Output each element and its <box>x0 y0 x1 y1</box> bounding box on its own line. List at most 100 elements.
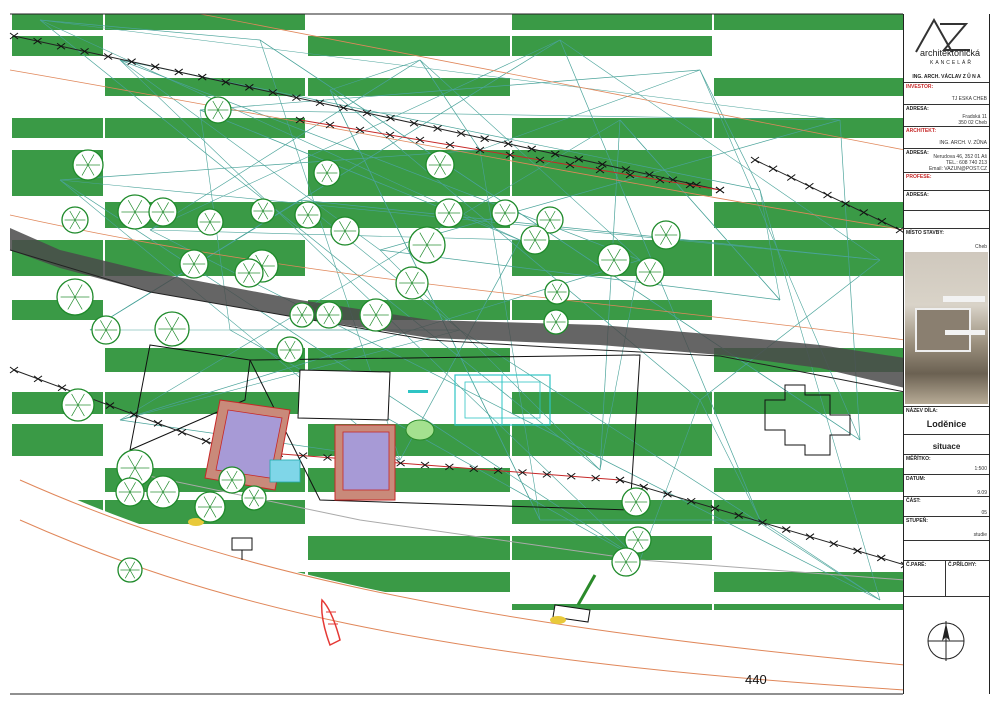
contour-segment <box>39 19 601 471</box>
architect-address-1: Nerudova 46, 352 01 Aš <box>933 154 987 160</box>
vegetation-band <box>714 572 903 592</box>
profession-label: PROFESE: <box>906 174 932 180</box>
fence-post <box>445 141 455 149</box>
tree <box>61 388 95 422</box>
tree <box>624 526 652 554</box>
logo: architektonická KANCELÁŘ <box>906 16 987 72</box>
vegetation-band <box>714 392 903 414</box>
fence-post <box>877 217 887 225</box>
fence-post <box>409 119 419 127</box>
fence-post <box>268 89 278 96</box>
contour-segment <box>119 329 461 421</box>
fence-post <box>758 519 767 526</box>
place-label: MÍSTO STAVBY: <box>906 230 944 236</box>
drawing-title: situace <box>932 442 961 451</box>
fence-post <box>57 384 67 392</box>
vegetation-band <box>308 536 510 560</box>
fence-post <box>595 166 605 174</box>
vegetation-band <box>512 424 712 456</box>
contour-segment <box>599 119 621 471</box>
fence-post <box>566 472 576 480</box>
fence-post <box>615 476 625 484</box>
fence-post <box>805 533 815 541</box>
fence-post <box>33 375 43 383</box>
contour-segment <box>329 89 701 401</box>
tree <box>313 159 341 187</box>
fence-post <box>598 160 607 168</box>
investor-address-label: ADRESA: <box>906 106 929 112</box>
fence-post <box>685 181 695 189</box>
fence-post <box>505 151 515 159</box>
contour-segment <box>199 109 521 241</box>
fence-post <box>542 470 552 478</box>
tree <box>250 198 276 224</box>
tree <box>276 336 304 364</box>
fence-post <box>645 171 654 178</box>
tree <box>543 309 569 335</box>
fence-post <box>853 547 862 555</box>
fence-post <box>469 465 479 473</box>
investor-value: TJ ESKA CHEB <box>951 96 987 102</box>
contour-segment <box>199 69 701 111</box>
contour-segment <box>639 399 701 561</box>
fence-post <box>174 68 184 76</box>
fence-post <box>325 121 335 129</box>
architect-value: ING. ARCH. V. ZŮNA <box>939 140 987 146</box>
river-edge <box>119 469 905 581</box>
tree <box>621 487 651 517</box>
vegetation-band <box>714 78 903 96</box>
vegetation-band <box>512 500 712 524</box>
tree <box>359 298 393 332</box>
fence-post <box>315 99 325 107</box>
fence-post <box>715 186 725 194</box>
fence-post <box>445 463 454 471</box>
vegetation-band <box>714 14 903 30</box>
vegetation-band <box>105 78 305 96</box>
tree <box>204 96 232 124</box>
fence-post <box>550 150 560 158</box>
fence-post <box>153 419 163 427</box>
stage-value: studie <box>973 532 987 538</box>
page-number: 440 <box>745 672 767 687</box>
logo-subtext: KANCELÁŘ <box>930 60 973 66</box>
scale-label: MĚŘÍTKO: <box>906 456 931 462</box>
vegetation-band <box>12 118 103 138</box>
contour-segment <box>199 109 841 121</box>
attachments-label: Č.PŘÍLOHY: <box>948 562 977 568</box>
boathouse-building-1 <box>204 399 301 491</box>
boat-drawing <box>320 598 341 647</box>
fence-post <box>201 437 211 445</box>
fence-post <box>768 165 778 173</box>
date-label: DATUM: <box>906 476 926 482</box>
contour-segment <box>299 199 881 261</box>
fence-post <box>292 94 301 101</box>
fence-post <box>323 454 332 461</box>
fence-post <box>686 497 696 505</box>
tree <box>218 466 246 494</box>
fence-post <box>805 182 814 190</box>
contour-segment <box>329 59 421 91</box>
fence-post <box>900 561 905 569</box>
fence-post <box>518 469 527 476</box>
tree <box>117 557 143 583</box>
tree <box>520 225 550 255</box>
tree <box>635 257 665 287</box>
vegetation-band <box>714 500 903 524</box>
vegetation-band <box>308 348 510 372</box>
fence-post <box>433 125 442 132</box>
fence-post <box>781 526 791 533</box>
tree <box>434 198 464 228</box>
fence-post <box>535 156 545 164</box>
vegetation-band <box>714 118 903 138</box>
contour-line <box>9 214 905 341</box>
tree <box>115 477 145 507</box>
boathouse-building-2 <box>334 424 396 501</box>
vegetation-band <box>308 36 510 56</box>
tree <box>408 226 446 264</box>
site-plan-drawing <box>9 13 905 695</box>
fence-lines <box>9 32 905 569</box>
fence-post <box>197 73 207 81</box>
tree <box>56 278 94 316</box>
fence-post <box>245 83 254 91</box>
tree <box>536 206 564 234</box>
